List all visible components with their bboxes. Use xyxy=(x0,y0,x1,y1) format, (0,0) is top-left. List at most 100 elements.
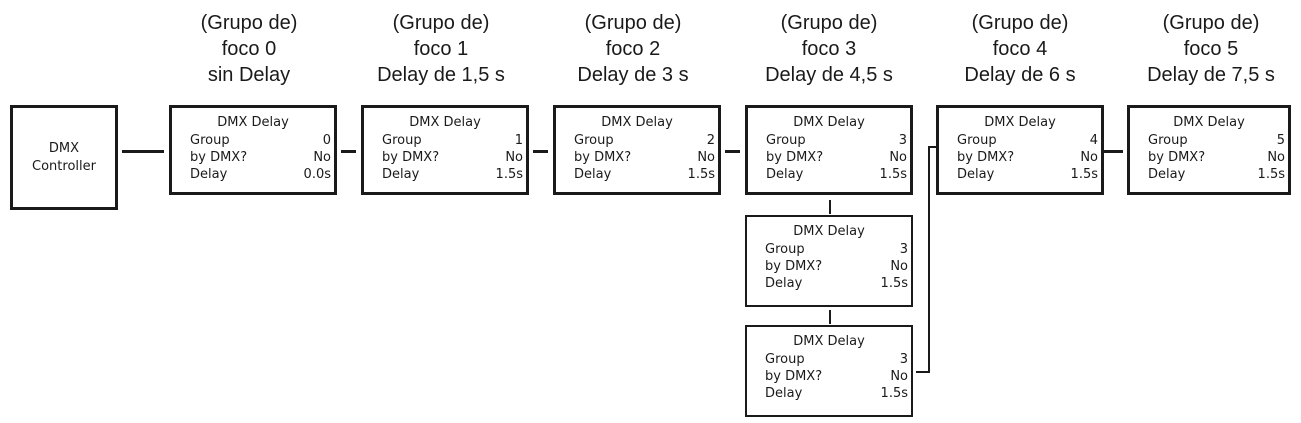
connector-line xyxy=(829,310,831,324)
dmx-label: by DMX? xyxy=(765,369,823,384)
dmx-delay-unit-6: DMX Delay Group 3 by DMX? No Delay 1.5s xyxy=(745,215,913,307)
dmx-value: No xyxy=(890,259,908,274)
dmx-value: No xyxy=(313,150,331,165)
unit-title: DMX Delay xyxy=(793,334,865,349)
delay-label: Delay xyxy=(957,167,995,182)
connector-line xyxy=(533,150,548,153)
group-row: Group 3 xyxy=(747,241,908,258)
group-header-line2: foco 1 xyxy=(413,38,469,60)
group-header-line3: Delay de 4,5 s xyxy=(765,64,893,86)
delay-label: Delay xyxy=(382,167,420,182)
group-row: Group 3 xyxy=(747,351,908,368)
group-header-line2: foco 0 xyxy=(221,38,277,60)
group-label: Group xyxy=(1148,133,1188,148)
dmx-row: by DMX? No xyxy=(172,149,331,166)
group-header-line2: foco 5 xyxy=(1183,38,1239,60)
dmx-delay-unit-1: DMX Delay Group 1 by DMX?No Delay 1.5s xyxy=(361,105,529,195)
dmx-delay-unit-4: DMX Delay Group 4 by DMX?No Delay 1.5s xyxy=(936,105,1104,195)
delay-value: 1.5s xyxy=(880,276,908,291)
dmx-row: by DMX?No xyxy=(939,149,1098,166)
connector-line xyxy=(916,371,930,373)
delay-row: Delay 1.5s xyxy=(556,166,715,183)
delay-value: 1.5s xyxy=(687,167,715,182)
group-header-line2: foco 3 xyxy=(801,38,857,60)
group-header-5: (Grupo de) foco 5 Delay de 7,5 s xyxy=(1131,10,1291,88)
group-header-line3: Delay de 6 s xyxy=(964,64,1076,86)
connector-line xyxy=(725,150,740,153)
group-value: 0 xyxy=(322,133,331,148)
group-header-0: (Grupo de) foco 0 sin Delay xyxy=(169,10,329,88)
dmx-value: No xyxy=(697,150,715,165)
group-row: Group 5 xyxy=(1130,132,1285,149)
group-value: 3 xyxy=(899,352,908,367)
dmx-row: by DMX?No xyxy=(1130,149,1285,166)
delay-value: 1.5s xyxy=(495,167,523,182)
group-label: Group xyxy=(574,133,614,148)
dmx-value: No xyxy=(1267,150,1285,165)
dmx-row: by DMX? No xyxy=(747,258,908,275)
delay-row: Delay 1.5s xyxy=(747,275,908,292)
group-header-line2: foco 2 xyxy=(605,38,661,60)
group-header-2: (Grupo de) foco 2 Delay de 3 s xyxy=(553,10,713,88)
delay-value: 1.5s xyxy=(1070,167,1098,182)
group-header-line1: (Grupo de) xyxy=(971,12,1069,34)
group-label: Group xyxy=(190,133,230,148)
group-label: Group xyxy=(957,133,997,148)
delay-row: Delay 1.5s xyxy=(364,166,523,183)
unit-title: DMX Delay xyxy=(217,115,289,130)
connector-line xyxy=(928,146,930,373)
dmx-label: by DMX? xyxy=(765,259,823,274)
group-row: Group 0 xyxy=(172,132,331,149)
group-header-4: (Grupo de) foco 4 Delay de 6 s xyxy=(940,10,1100,88)
dmx-label: by DMX? xyxy=(574,150,632,165)
group-label: Group xyxy=(765,242,805,257)
group-label: Group xyxy=(382,133,422,148)
controller-label-line2: Controller xyxy=(32,158,96,174)
group-value: 5 xyxy=(1276,133,1285,148)
dmx-value: No xyxy=(890,369,908,384)
group-value: 3 xyxy=(898,133,907,148)
delay-label: Delay xyxy=(574,167,612,182)
unit-title: DMX Delay xyxy=(793,224,865,239)
group-header-line1: (Grupo de) xyxy=(200,12,298,34)
delay-label: Delay xyxy=(190,167,228,182)
group-header-line3: Delay de 1,5 s xyxy=(377,64,505,86)
dmx-row: by DMX?No xyxy=(364,149,523,166)
unit-title: DMX Delay xyxy=(984,115,1056,130)
dmx-row: by DMX? No xyxy=(556,149,715,166)
group-row: Group 4 xyxy=(939,132,1098,149)
delay-value: 0.0s xyxy=(303,167,331,182)
group-header-line1: (Grupo de) xyxy=(1162,12,1260,34)
delay-label: Delay xyxy=(765,276,803,291)
group-header-line1: (Grupo de) xyxy=(584,12,682,34)
group-value: 1 xyxy=(514,133,523,148)
connector-line xyxy=(829,200,831,214)
group-header-line2: foco 4 xyxy=(992,38,1048,60)
group-header-line1: (Grupo de) xyxy=(392,12,490,34)
group-label: Group xyxy=(765,352,805,367)
dmx-controller-box: DMX Controller xyxy=(10,105,118,210)
group-value: 4 xyxy=(1089,133,1098,148)
group-header-line3: Delay de 3 s xyxy=(577,64,689,86)
group-header-line3: sin Delay xyxy=(207,64,291,86)
unit-title: DMX Delay xyxy=(409,115,481,130)
unit-title: DMX Delay xyxy=(601,115,673,130)
group-value: 3 xyxy=(899,242,908,257)
dmx-label: by DMX? xyxy=(190,150,248,165)
unit-title: DMX Delay xyxy=(793,115,865,130)
group-header-1: (Grupo de) foco 1 Delay de 1,5 s xyxy=(361,10,521,88)
connector-line xyxy=(928,146,937,148)
delay-row: Delay 1.5s xyxy=(939,166,1098,183)
connector-line xyxy=(1103,150,1123,153)
delay-label: Delay xyxy=(765,386,803,401)
group-header-3: (Grupo de) foco 3 Delay de 4,5 s xyxy=(749,10,909,88)
dmx-value: No xyxy=(1080,150,1098,165)
dmx-value: No xyxy=(889,150,907,165)
